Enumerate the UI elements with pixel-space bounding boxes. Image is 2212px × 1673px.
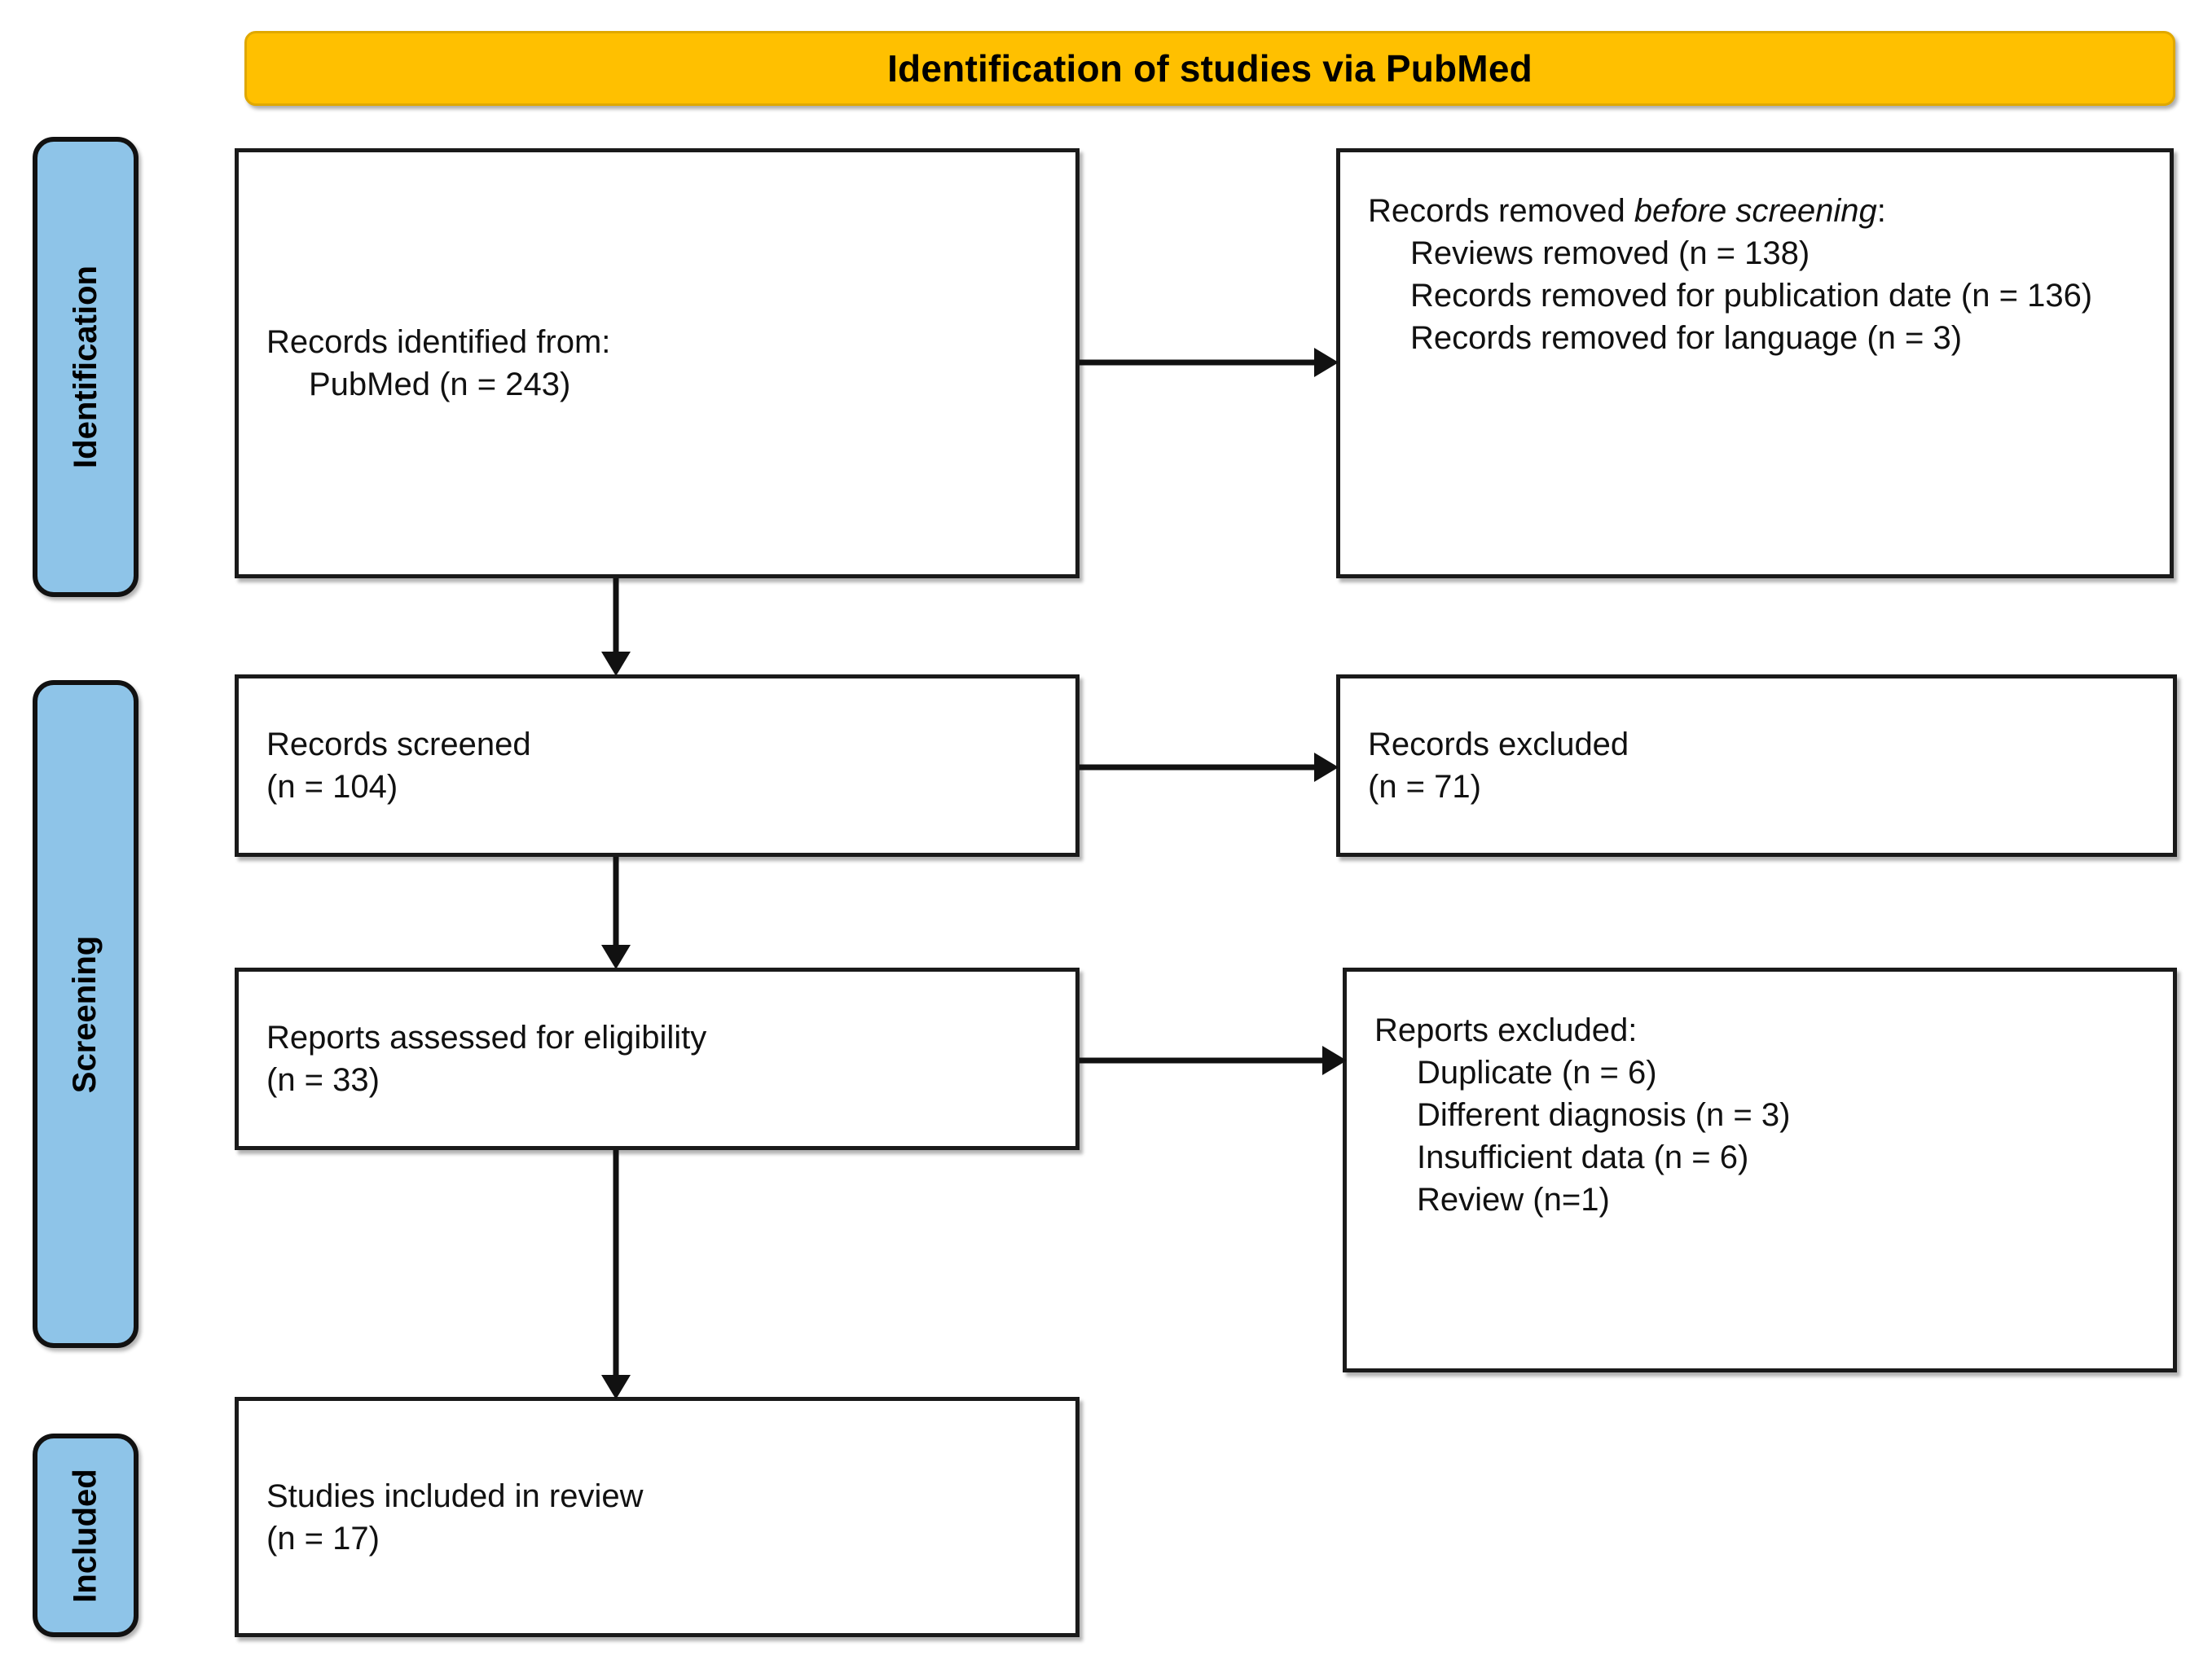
box-records-excluded: Records excluded (n = 71) [1336,674,2177,857]
reports-excluded-item-insufficient-data: Insufficient data (n = 6) [1417,1139,1749,1175]
records-identified-heading: Records identified from: [266,324,611,360]
stage-label-identification: Identification [33,137,139,597]
box-reports-excluded: Reports excluded: Duplicate (n = 6) Diff… [1343,968,2177,1372]
box-records-screened: Records screened (n = 104) [235,674,1080,857]
banner-title: Identification of studies via PubMed [887,47,1533,90]
arrow-identified-to-removed [1080,346,1340,379]
reports-excluded-item-duplicate: Duplicate (n = 6) [1417,1055,1657,1091]
studies-included-label: Studies included in review [266,1478,644,1514]
records-removed-item-publication-date: Records removed for publication date (n … [1410,278,2093,314]
diagram-header-banner: Identification of studies via PubMed [244,31,2175,106]
reports-excluded-item-different-diagnosis: Different diagnosis (n = 3) [1417,1097,1791,1133]
records-removed-heading-prefix: Records removed [1368,193,1634,229]
records-removed-heading-suffix: : [1876,193,1886,229]
records-removed-item-reviews: Reviews removed (n = 138) [1410,235,1810,271]
arrow-eligibility-to-included [599,1150,633,1401]
records-removed-item-language: Records removed for language (n = 3) [1410,320,1963,356]
reports-eligibility-label: Reports assessed for eligibility [266,1020,707,1056]
reports-excluded-item-review: Review (n=1) [1417,1182,1610,1218]
records-screened-count: (n = 104) [266,769,398,805]
records-removed-heading: Records removed before screening: [1368,190,2153,232]
stage-label-included-text: Included [67,1468,103,1603]
stage-label-screening: Screening [33,680,139,1348]
stage-label-screening-text: Screening [67,935,103,1093]
arrow-screened-to-excluded [1080,751,1340,784]
records-identified-source: PubMed (n = 243) [309,367,571,402]
stage-label-identification-text: Identification [67,266,103,468]
box-records-removed-before-screening: Records removed before screening: Review… [1336,148,2174,578]
records-screened-label: Records screened [266,727,531,762]
reports-excluded-heading: Reports excluded: [1374,1012,1638,1048]
reports-eligibility-count: (n = 33) [266,1062,380,1098]
records-excluded-label: Records excluded [1368,727,1629,762]
studies-included-count: (n = 17) [266,1520,380,1557]
records-removed-heading-italic: before screening [1634,193,1877,229]
arrow-screened-to-eligibility [599,857,633,971]
box-studies-included: Studies included in review (n = 17) [235,1397,1080,1637]
stage-label-included: Included [33,1434,139,1637]
arrow-identified-to-screened [599,578,633,678]
box-reports-assessed-eligibility: Reports assessed for eligibility (n = 33… [235,968,1080,1150]
arrow-eligibility-to-reports-excluded [1080,1044,1348,1077]
box-records-identified: Records identified from: PubMed (n = 243… [235,148,1080,578]
records-excluded-count: (n = 71) [1368,769,1481,805]
